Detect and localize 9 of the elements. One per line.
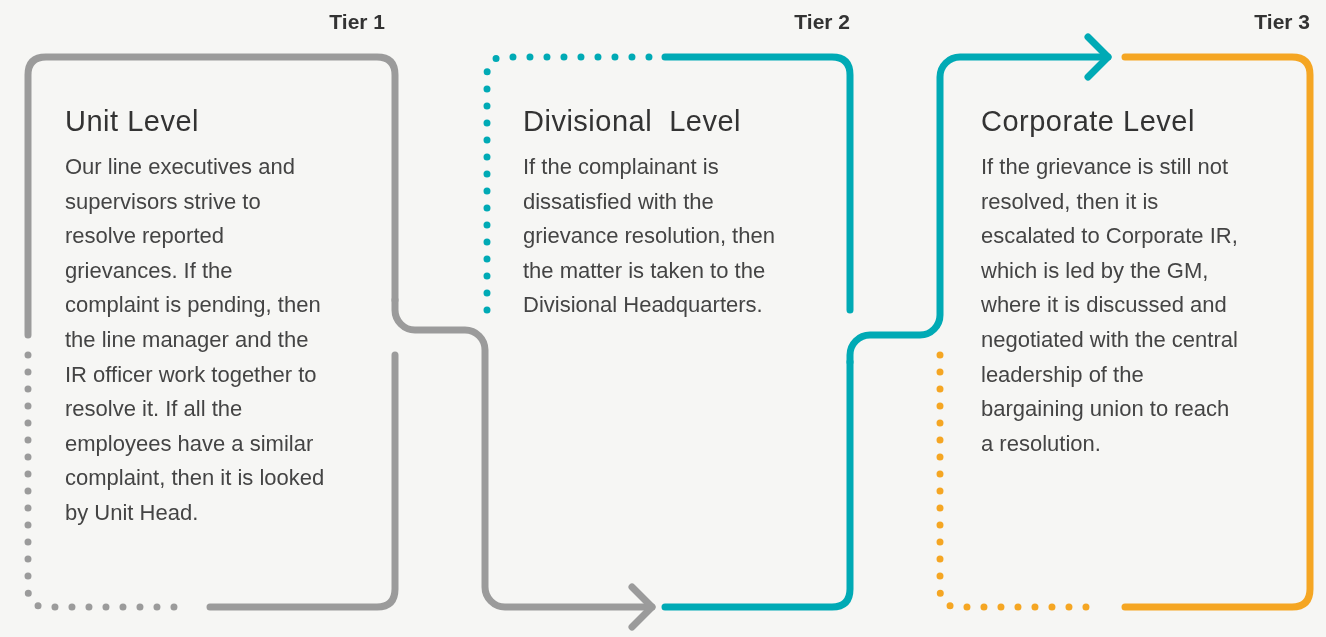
tier-label: Tier 3 <box>1254 10 1310 34</box>
level-heading: Divisional Level <box>523 105 742 138</box>
tier-label: Tier 2 <box>794 10 850 34</box>
level-heading: Corporate Level <box>981 105 1195 138</box>
level-heading: Unit Level <box>65 105 199 138</box>
tier-label: Tier 1 <box>329 10 385 34</box>
description-text: If the grievance is still not resolved, then it is escalated to Corporate IR, which is led by the GM, where it is discussed and negotiated with the central leadership of the bargaining union to reach a resolution. <box>981 153 1239 458</box>
description-text: If the complainant is dissatisfied with the grievance resolution, then the matter is taken to the Divisional Headquarters. <box>523 153 776 320</box>
description-text: Our line executives and supervisors strive to resolve reported grievances. If the complaint is pending, then the line manager and the IR officer work together to resolve it. If all the employees have a similar complaint, then it is looked by Unit Head. <box>65 153 326 527</box>
